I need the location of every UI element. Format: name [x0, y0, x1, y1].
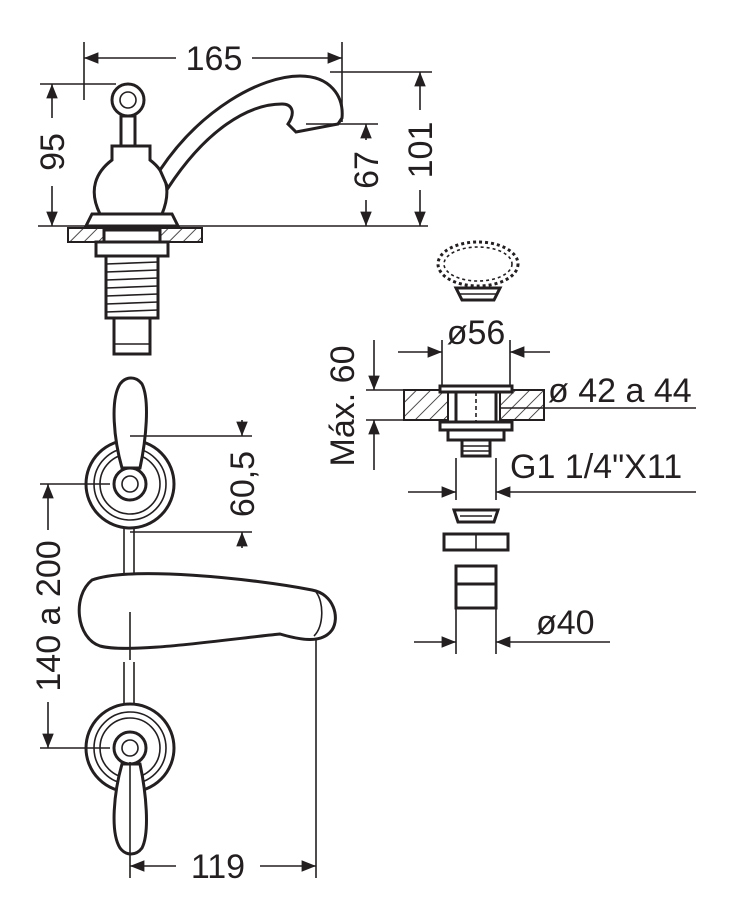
- top-ring: [110, 82, 146, 118]
- tailpiece-top: [454, 564, 498, 586]
- dim-left-height: 95: [34, 133, 72, 171]
- lock-nut: [102, 228, 162, 244]
- dim-hole-diameter: ø 42 a 44: [548, 372, 692, 410]
- dim-bottom-width: 119: [191, 848, 245, 886]
- dim-handle-height: 60,5: [224, 451, 262, 517]
- top-ring-inner: [119, 91, 137, 109]
- top-stem: [119, 114, 137, 148]
- dim-spout-height: 67: [348, 151, 386, 189]
- drain-thread: [460, 438, 492, 458]
- faucet-side-view: 165 95 67 101: [34, 40, 440, 356]
- tailpiece: [454, 582, 498, 610]
- dim-spacing: 140 a 200: [30, 540, 68, 691]
- spout: [158, 74, 344, 192]
- dim-total-height: 101: [402, 122, 440, 179]
- dim-flange-diameter: ø56: [447, 314, 506, 352]
- dim-top-width: 165: [186, 40, 243, 78]
- washer: [94, 240, 170, 258]
- thread-lines: [105, 261, 159, 313]
- connector: [112, 316, 152, 356]
- basin-section-left: [403, 389, 449, 421]
- basin-section-right: [499, 389, 545, 421]
- spout-top: [77, 572, 337, 650]
- upper-lever: [112, 376, 148, 470]
- dim-drain-diameter: ø40: [536, 604, 595, 642]
- chain: [436, 240, 520, 288]
- drain-assembly: ø56 Máx. 60 ø 42 a 44 G1 1/4"X11: [324, 240, 696, 654]
- dim-max-thickness: Máx. 60: [324, 346, 362, 467]
- faucet-top-view: 60,5 140 a 200 119: [30, 376, 337, 886]
- faucet-body: [92, 144, 169, 216]
- base-flange: [83, 212, 181, 228]
- dim-thread: G1 1/4"X11: [510, 448, 682, 486]
